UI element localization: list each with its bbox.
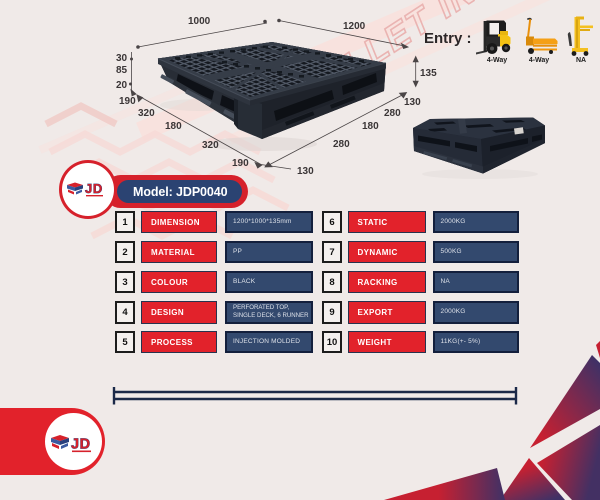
svg-text:JD: JD [85, 181, 103, 196]
svg-text:JD: JD [71, 437, 91, 453]
